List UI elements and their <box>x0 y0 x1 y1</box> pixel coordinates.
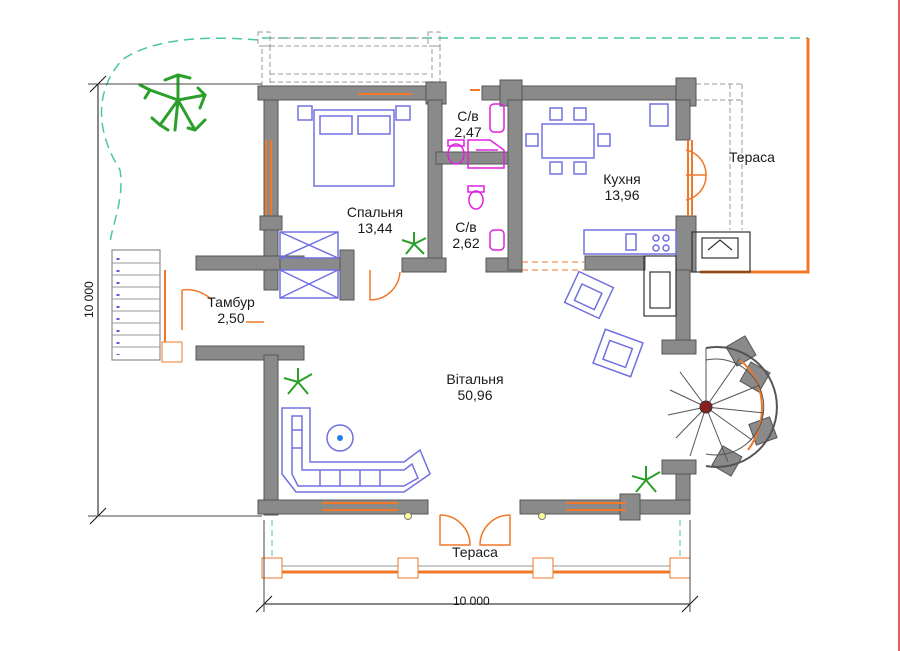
tv-icon <box>326 424 354 452</box>
plant-icon <box>283 232 661 493</box>
room-name: Тераса <box>729 149 775 165</box>
room-label-kitchen: Кухня 13,96 <box>592 171 652 203</box>
dimension-height: 10 000 <box>82 281 96 318</box>
roof-outline <box>100 37 259 246</box>
bathroom-fixtures <box>447 103 505 251</box>
room-label-terrace-bottom: Тераса <box>440 544 510 560</box>
room-area: 2,50 <box>217 310 245 326</box>
room-area: 13,44 <box>357 220 393 236</box>
kitchen-counter-icon <box>583 103 677 255</box>
ghost-terrace-top <box>257 31 441 87</box>
room-name: Спальня <box>346 204 404 220</box>
kitchen-opening <box>522 261 585 271</box>
bottom-terrace <box>261 520 691 579</box>
room-label-bedroom: Спальня 13,44 <box>335 204 415 236</box>
tree-icon <box>138 73 207 132</box>
armchair-icon <box>563 270 644 378</box>
wardrobe-icon <box>279 231 339 299</box>
outdoor-stairs <box>111 249 183 363</box>
lamp-icon <box>538 512 546 520</box>
room-area: 2,62 <box>452 235 480 251</box>
sofa-icon <box>281 407 431 493</box>
dimension-width: 10 000 <box>453 594 490 608</box>
windows <box>164 89 763 511</box>
walls <box>195 77 778 521</box>
fireplace-icon <box>643 231 751 317</box>
room-area: 13,96 <box>604 187 640 203</box>
room-area: 50,96 <box>457 387 493 403</box>
room-name: Тамбур <box>207 294 255 310</box>
room-label-bathroom-top: С/в 2,47 <box>448 108 488 140</box>
room-name: Кухня <box>603 171 641 187</box>
room-name: Вітальня <box>446 371 504 387</box>
dining-table-icon <box>525 107 611 175</box>
spiral-staircase-icon <box>667 346 778 468</box>
room-area: 2,47 <box>454 124 482 140</box>
bed-icon <box>297 105 411 187</box>
room-label-terrace-right: Тераса <box>720 149 784 165</box>
door-swings <box>181 149 707 546</box>
dimension-lines <box>88 75 699 613</box>
room-name: С/в <box>457 108 479 124</box>
lamp-icon <box>404 512 412 520</box>
room-name: С/в <box>455 219 477 235</box>
room-name: Тераса <box>452 544 498 560</box>
room-label-living-room: Вітальня 50,96 <box>430 371 520 403</box>
room-label-bathroom-bottom: С/в 2,62 <box>446 219 486 251</box>
room-label-vestibule: Тамбур 2,50 <box>196 294 266 326</box>
